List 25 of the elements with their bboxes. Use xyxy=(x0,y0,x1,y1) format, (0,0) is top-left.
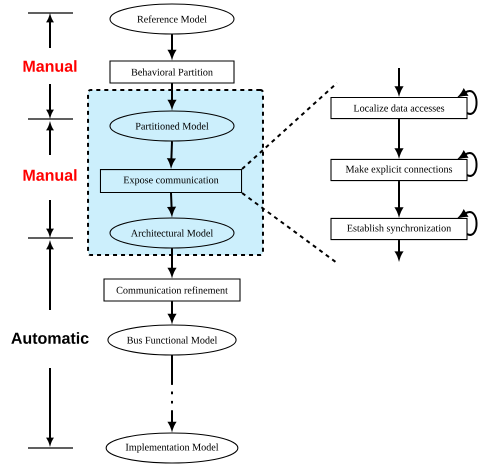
arrow xyxy=(168,34,176,58)
arrow xyxy=(168,248,176,276)
step-box: Expose communication xyxy=(100,169,242,193)
arrow xyxy=(168,84,176,108)
zoom-line xyxy=(241,82,338,170)
loop-arrow xyxy=(459,89,478,115)
step-box: Localize data accesses xyxy=(330,96,468,120)
step-box: Behavioral Partition xyxy=(109,60,235,84)
step-box: Communication refinement xyxy=(103,278,241,302)
phase-label: Automatic xyxy=(11,332,89,344)
arrow xyxy=(168,302,176,322)
arrow xyxy=(168,356,176,430)
loop-arrow xyxy=(459,151,478,177)
arrow xyxy=(395,68,403,94)
arrow xyxy=(395,119,403,156)
zoom-line xyxy=(241,192,338,264)
arrow xyxy=(395,181,403,216)
arrow xyxy=(168,192,176,215)
step-box: Establish synchronization xyxy=(330,218,468,240)
loop-arrow xyxy=(459,210,478,236)
phase-label: Manual xyxy=(24,169,76,181)
phase-label: Manual xyxy=(24,60,76,72)
arrow xyxy=(395,240,403,260)
step-box: Make explicit connections xyxy=(330,158,468,182)
arrow xyxy=(168,142,176,166)
